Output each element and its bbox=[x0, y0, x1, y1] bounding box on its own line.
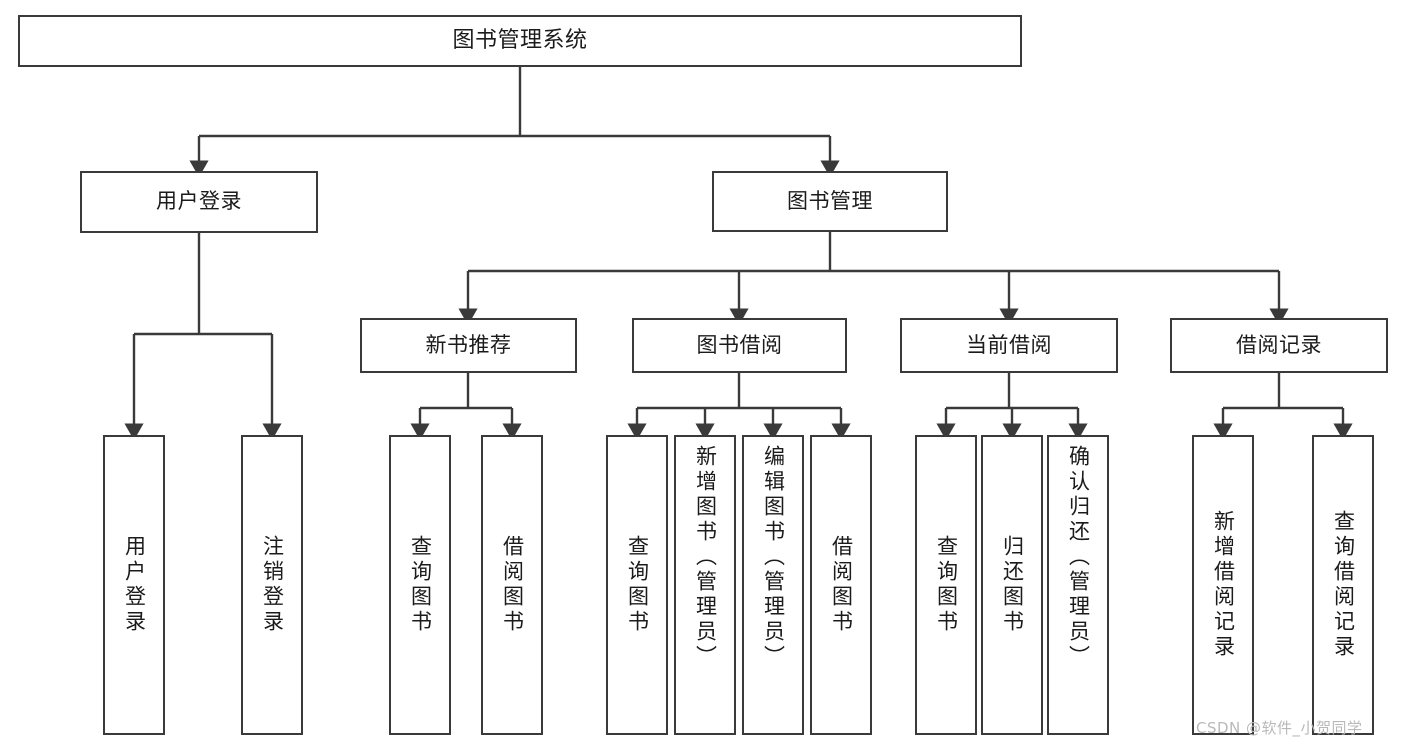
node-label: 图书借阅 bbox=[696, 332, 783, 357]
node-label: 当前借阅 bbox=[966, 332, 1052, 357]
node-book-borrowing[interactable]: 图书借阅 bbox=[632, 318, 847, 373]
node-label: 用户登录 bbox=[156, 189, 242, 214]
leaf-confirm-return-admin[interactable]: 确认归还（管理员） bbox=[1047, 435, 1109, 735]
node-label: 新增借阅记录 bbox=[1211, 510, 1236, 660]
leaf-return-books[interactable]: 归还图书 bbox=[981, 435, 1043, 735]
leaf-logout[interactable]: 注销登录 bbox=[241, 435, 303, 735]
leaf-add-borrow-record[interactable]: 新增借阅记录 bbox=[1192, 435, 1254, 735]
node-label: 查询图书 bbox=[934, 535, 959, 635]
leaf-query-borrow-record[interactable]: 查询借阅记录 bbox=[1312, 435, 1374, 735]
leaf-query-books-borrow[interactable]: 查询图书 bbox=[606, 435, 668, 735]
node-borrowing-record[interactable]: 借阅记录 bbox=[1170, 318, 1388, 373]
node-book-management[interactable]: 图书管理 bbox=[712, 171, 948, 232]
node-label: 编辑图书（管理员） bbox=[761, 445, 786, 670]
leaf-query-books-current[interactable]: 查询图书 bbox=[915, 435, 977, 735]
node-root-book-management-system[interactable]: 图书管理系统 bbox=[18, 15, 1022, 67]
leaf-borrow-books-recommend[interactable]: 借阅图书 bbox=[481, 435, 543, 735]
node-label: 确认归还（管理员） bbox=[1066, 445, 1091, 670]
node-label: 用户登录 bbox=[122, 535, 147, 635]
node-label: 归还图书 bbox=[1000, 535, 1025, 635]
csdn-watermark: CSDN @软件_小贺同学 bbox=[1196, 719, 1363, 737]
node-new-book-recommendation[interactable]: 新书推荐 bbox=[360, 318, 577, 373]
node-label: 查询图书 bbox=[625, 535, 650, 635]
node-label: 新增图书（管理员） bbox=[693, 445, 718, 670]
node-current-borrowing[interactable]: 当前借阅 bbox=[900, 318, 1118, 373]
leaf-user-login[interactable]: 用户登录 bbox=[103, 435, 165, 735]
node-label: 图书管理 bbox=[787, 188, 873, 213]
node-label: 借阅图书 bbox=[829, 535, 854, 635]
node-user-login[interactable]: 用户登录 bbox=[80, 171, 318, 233]
node-label: 注销登录 bbox=[260, 535, 285, 635]
node-label: 新书推荐 bbox=[425, 332, 512, 357]
node-label: 查询图书 bbox=[408, 535, 433, 635]
leaf-query-books-recommend[interactable]: 查询图书 bbox=[389, 435, 451, 735]
node-label: 借阅图书 bbox=[500, 535, 525, 635]
leaf-add-book-admin[interactable]: 新增图书（管理员） bbox=[674, 435, 736, 735]
node-label: 图书管理系统 bbox=[452, 27, 588, 53]
leaf-edit-book-admin[interactable]: 编辑图书（管理员） bbox=[742, 435, 804, 735]
node-label: 查询借阅记录 bbox=[1331, 510, 1356, 660]
leaf-borrow-books[interactable]: 借阅图书 bbox=[810, 435, 872, 735]
node-label: 借阅记录 bbox=[1236, 332, 1322, 357]
